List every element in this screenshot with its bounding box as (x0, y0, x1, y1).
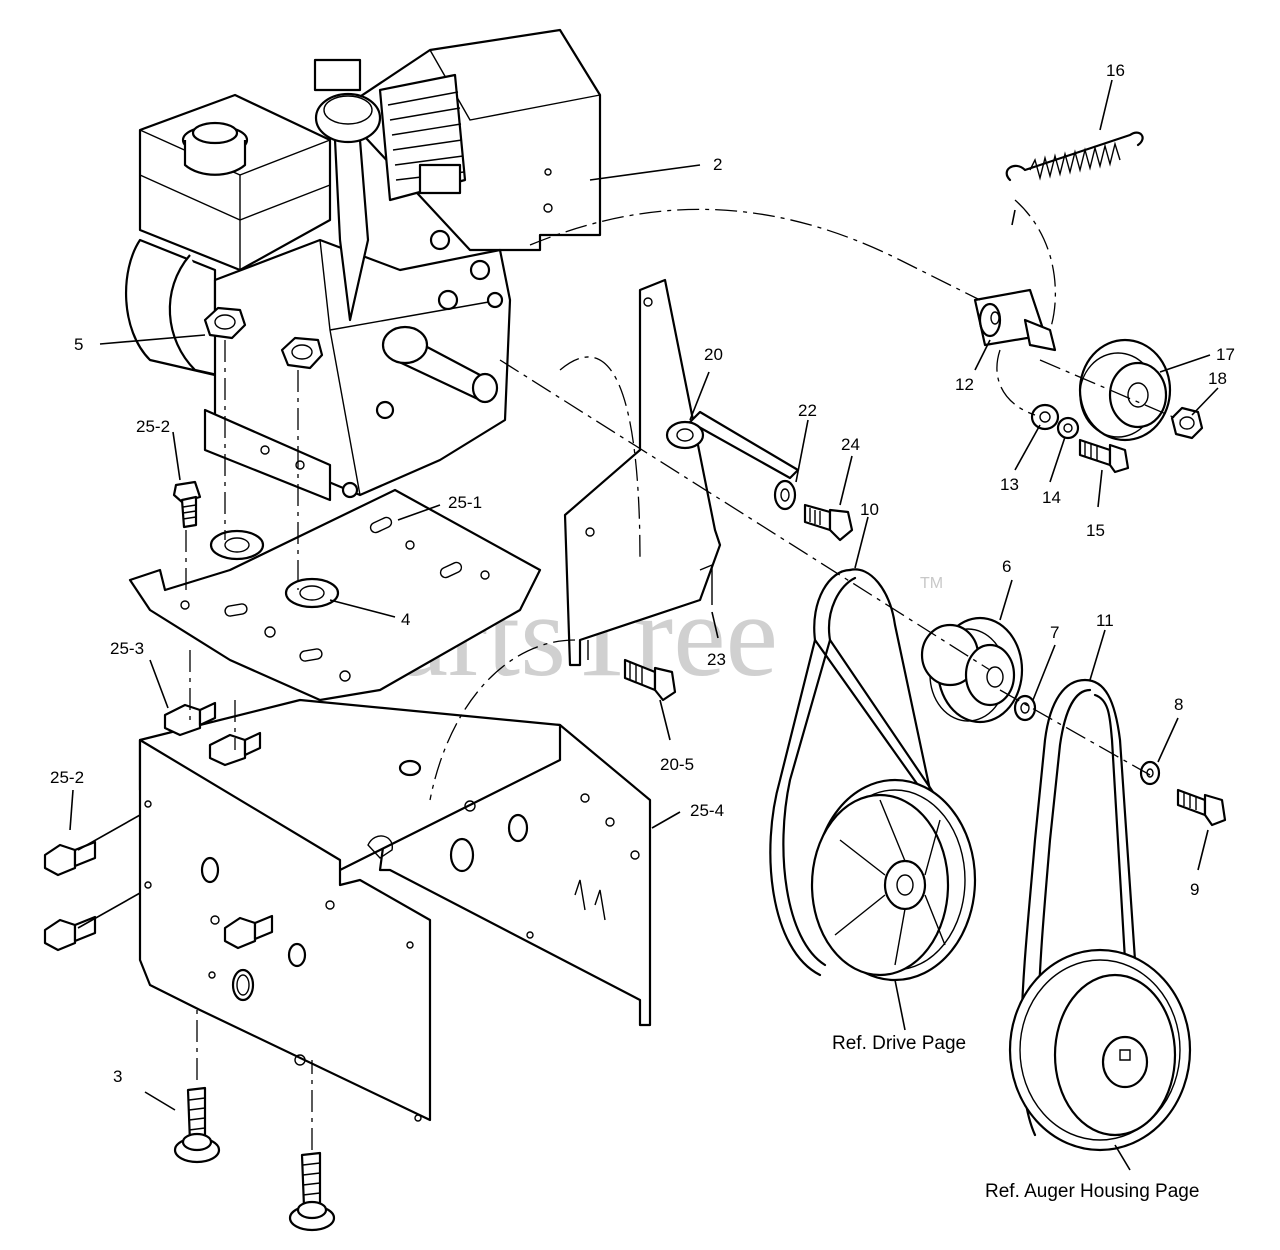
assembly-lines (185, 199, 1181, 1150)
ref-drive-page: Ref. Drive Page (832, 1033, 966, 1054)
callout-24: 24 (841, 435, 860, 454)
callout-20-5: 20-5 (660, 755, 694, 774)
belt-11-auger-pulley (1008, 678, 1192, 1152)
callout-12: 12 (955, 375, 974, 394)
lock-washers (209, 529, 340, 609)
ref-auger-housing-page: Ref. Auger Housing Page (985, 1181, 1199, 1202)
callout-25-3: 25-3 (110, 639, 144, 658)
engine-pulley-group (920, 616, 1227, 827)
callout-9: 9 (1190, 880, 1199, 899)
callout-5: 5 (74, 335, 83, 354)
bolt-23 (623, 658, 677, 702)
callout-10: 10 (860, 500, 879, 519)
frame (138, 698, 652, 1122)
callout-17: 17 (1216, 345, 1235, 364)
callout-25-2-left: 25-2 (50, 768, 84, 787)
callout-25-2-top: 25-2 (136, 417, 170, 436)
callout-7: 7 (1050, 623, 1059, 642)
bracket (563, 278, 800, 667)
callout-6: 6 (1002, 557, 1011, 576)
callout-18: 18 (1208, 369, 1227, 388)
callout-3: 3 (113, 1067, 122, 1086)
callout-25-1: 25-1 (448, 493, 482, 512)
leader-lines (69, 79, 1219, 1171)
callout-15: 15 (1086, 521, 1105, 540)
callout-11: 11 (1096, 611, 1114, 630)
idler-assembly (973, 131, 1204, 474)
callout-25-4: 25-4 (690, 801, 724, 820)
washer-22-bolt-24 (773, 479, 854, 542)
callout-4: 4 (401, 610, 410, 629)
callout-23: 23 (707, 650, 726, 669)
reference-labels: Ref. Drive Page Ref. Auger Housing Page (832, 1033, 1199, 1202)
frame-bolts (43, 480, 336, 1232)
callout-8: 8 (1174, 695, 1183, 714)
engine (125, 28, 602, 502)
callout-2: 2 (713, 155, 722, 174)
callout-20: 20 (704, 345, 723, 364)
callout-14: 14 (1042, 488, 1061, 507)
watermark-trademark: TM (920, 575, 943, 592)
belt-10-drive-pulley (769, 568, 977, 982)
callout-13: 13 (1000, 475, 1019, 494)
callout-labels: 2 3 4 5 6 7 8 9 10 11 12 13 14 15 16 17 … (50, 61, 1235, 1086)
callout-22: 22 (798, 401, 817, 420)
callout-16: 16 (1106, 61, 1125, 80)
